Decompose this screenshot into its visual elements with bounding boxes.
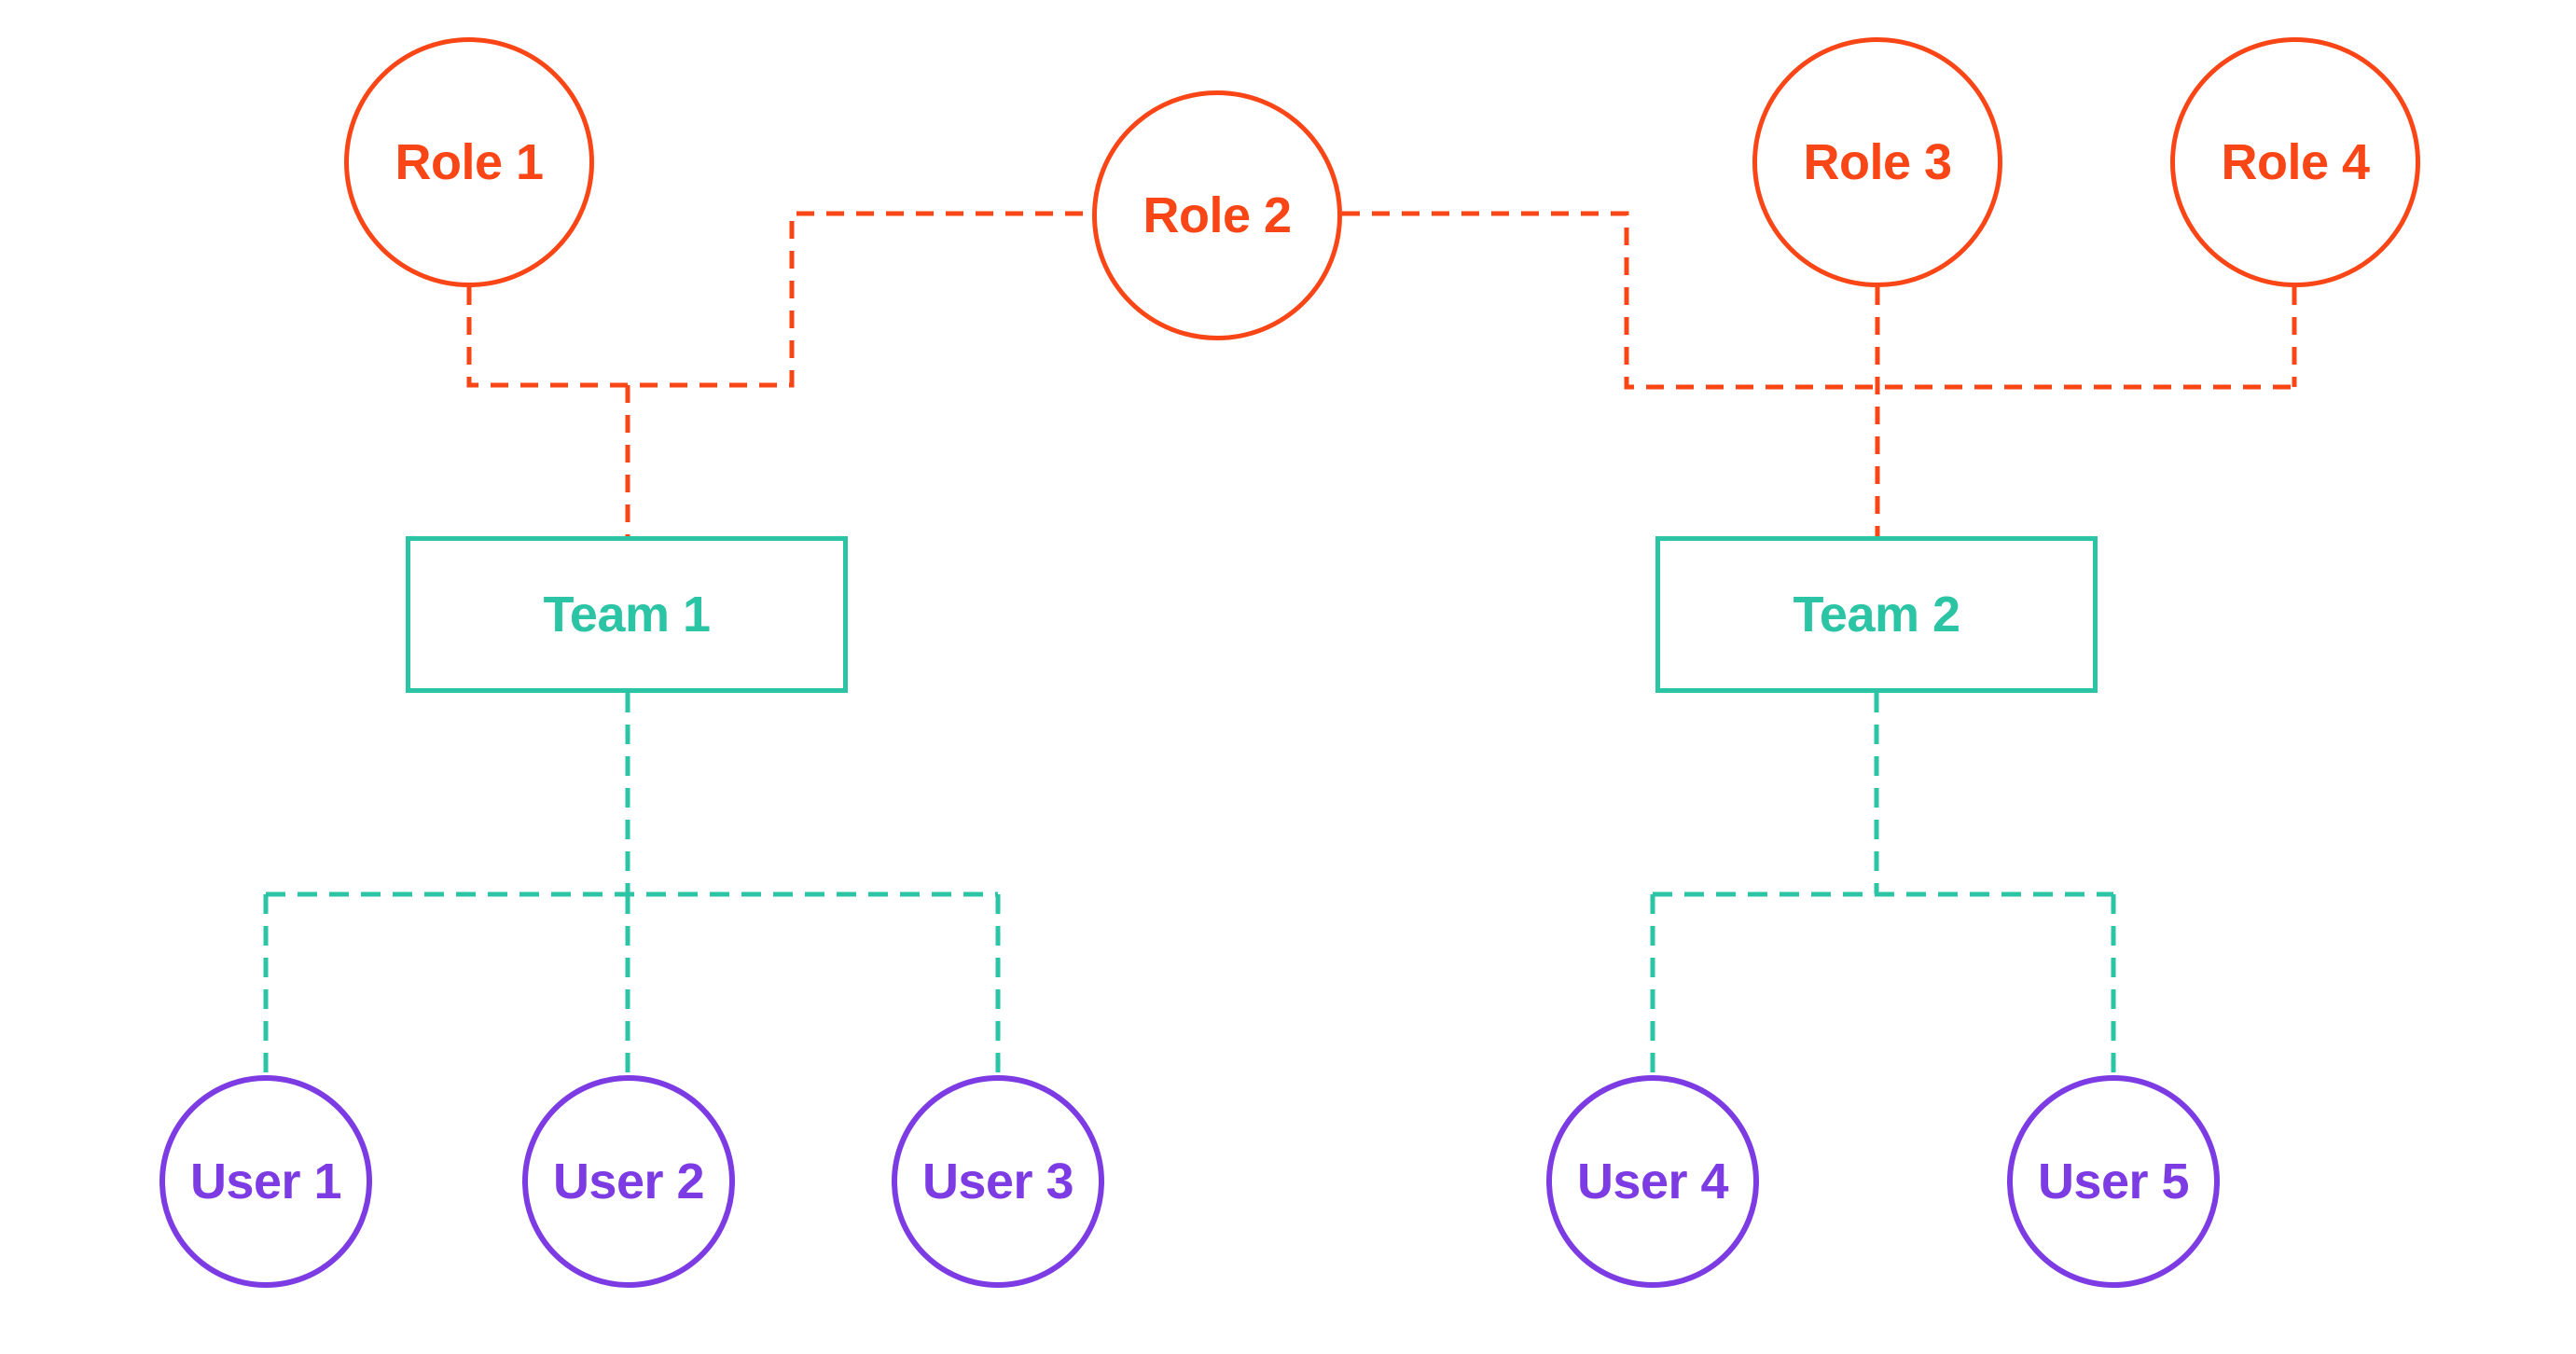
role-node-3-label: Role 3 [1803,134,1952,190]
team-node-1: Team 1 [406,536,848,693]
role-node-2-label: Role 2 [1143,187,1292,243]
user-node-3-label: User 3 [921,1154,1074,1209]
role-node-3: Role 3 [1752,37,2002,287]
role-node-2: Role 2 [1092,90,1342,340]
user-node-4: User 4 [1546,1075,1759,1288]
role-node-1: Role 1 [344,37,594,287]
role-node-4: Role 4 [2170,37,2420,287]
role1-to-hub-link [466,211,1092,388]
user-node-2: User 2 [522,1075,735,1288]
user-node-1: User 1 [159,1075,372,1288]
role-node-4-label: Role 4 [2221,134,2370,190]
user-node-3: User 3 [892,1075,1104,1288]
team-node-2: Team 2 [1655,536,2098,693]
team-node-2-label: Team 2 [1793,587,1960,642]
user-node-5-label: User 5 [2037,1154,2190,1209]
role2-to-hub-right-link [1342,211,2294,390]
user-node-1-label: User 1 [189,1154,342,1209]
user-node-2-label: User 2 [552,1154,705,1209]
user-node-5: User 5 [2007,1075,2220,1288]
role-node-1-label: Role 1 [395,134,544,190]
user-node-4-label: User 4 [1576,1154,1729,1209]
team-node-1-label: Team 1 [543,587,711,642]
